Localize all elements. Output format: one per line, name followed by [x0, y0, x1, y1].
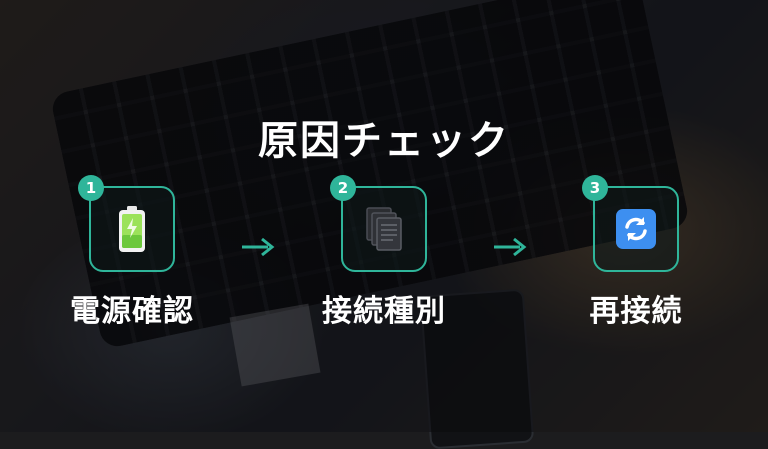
- step-2-label: 接続種別: [294, 286, 474, 330]
- arrow-right-icon: [240, 236, 276, 258]
- step-2-icon-box: 2: [341, 186, 427, 272]
- step-3-label: 再接続: [546, 286, 726, 330]
- battery-icon: [117, 205, 147, 253]
- documents-icon: [365, 206, 403, 252]
- step-3: 3 再接続: [546, 186, 726, 330]
- step-2-number-badge: 2: [330, 175, 356, 201]
- step-1: 1 電源確認: [42, 186, 222, 330]
- arrow-right-icon: [492, 236, 528, 258]
- step-3-icon-box: 3: [593, 186, 679, 272]
- step-1-icon-box: 1: [89, 186, 175, 272]
- refresh-icon: [614, 207, 658, 251]
- step-1-number-badge: 1: [78, 175, 104, 201]
- step-1-label: 電源確認: [42, 286, 222, 330]
- step-2: 2 接続種別: [294, 186, 474, 330]
- step-3-number-badge: 3: [582, 175, 608, 201]
- page-title: 原因チェック: [0, 108, 768, 166]
